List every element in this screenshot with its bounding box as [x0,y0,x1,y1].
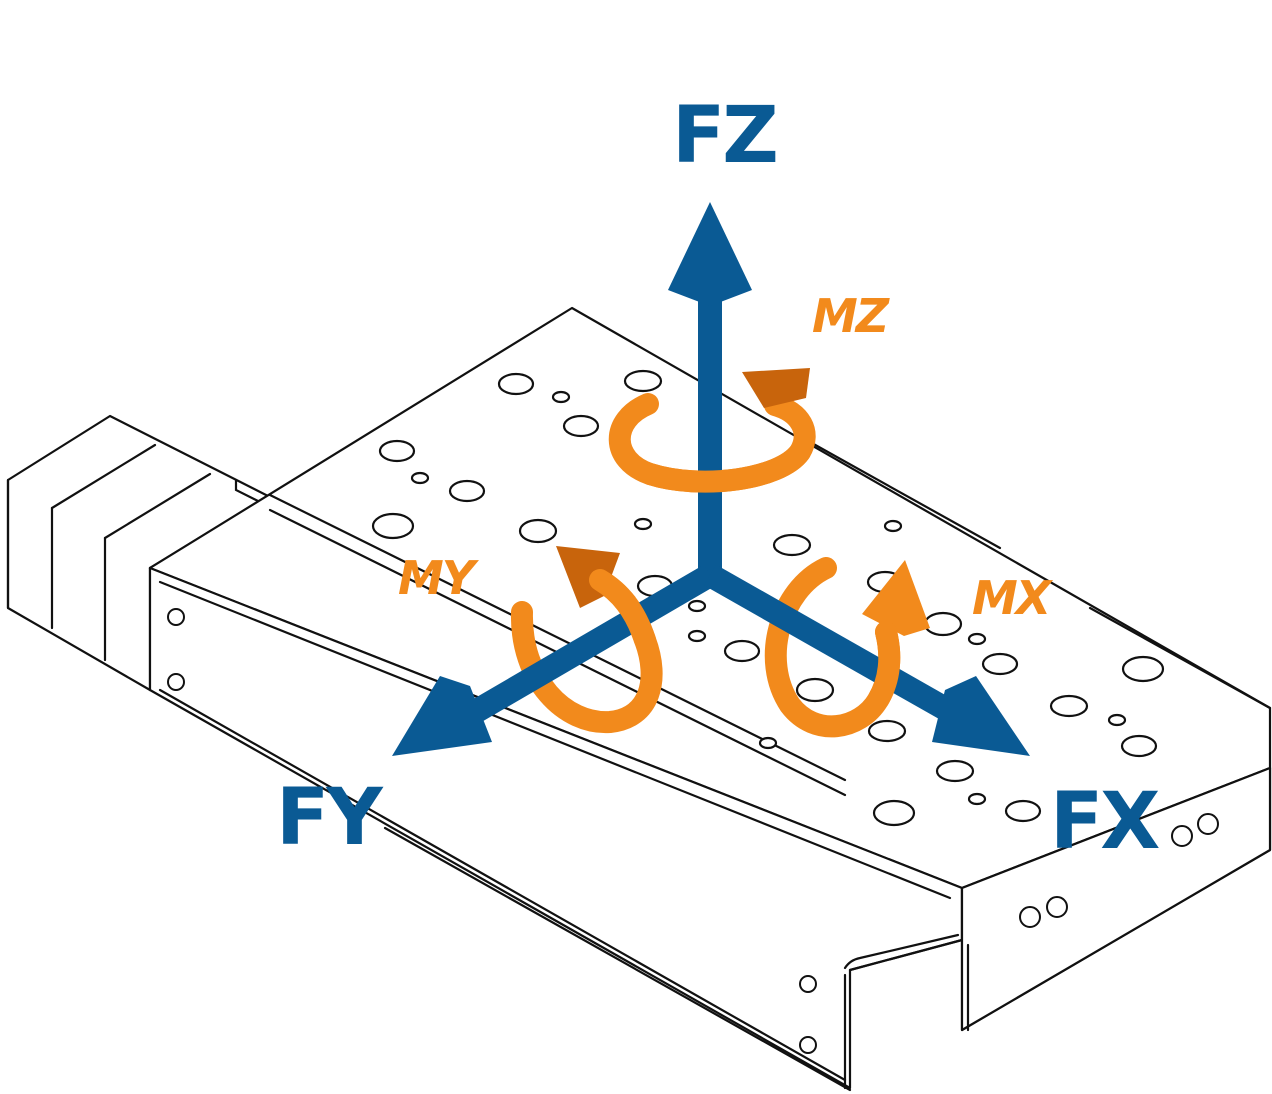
mx-label: MX [972,571,1054,625]
force-axes [392,202,1030,756]
mx-arrowhead [862,560,930,636]
fz-label: FZ [672,91,776,181]
mz-label: MZ [812,289,891,343]
side-screws [167,608,1219,1054]
my-label: MY [398,551,480,605]
mz-arrowhead [742,368,810,408]
mx-ring-front [867,621,901,711]
mounting-holes [371,369,1165,827]
fx-label: FX [1050,777,1159,867]
fx-arrowhead [932,676,1030,756]
fy-arrowhead [392,676,492,756]
my-ring-front [589,569,656,651]
fx-shaft [704,564,964,727]
fz-arrowhead [668,202,752,306]
fy-label: FY [276,773,384,863]
mz-ring-front [639,441,811,493]
fy-shaft [461,564,717,727]
